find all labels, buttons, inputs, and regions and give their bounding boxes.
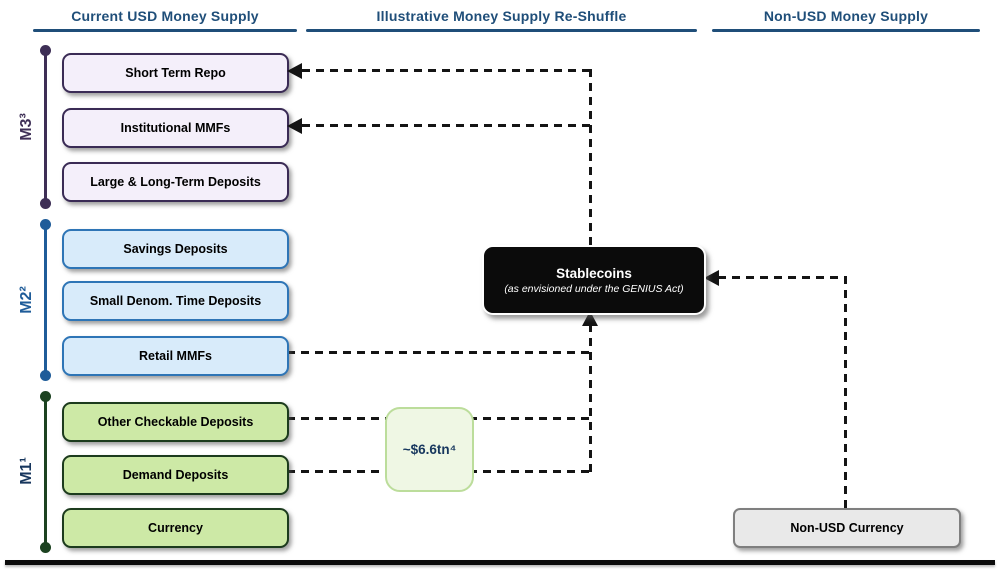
- box-savings-deposits: Savings Deposits: [62, 229, 289, 269]
- connector-non-usd-vertical: [844, 276, 847, 508]
- m1-bracket-dot-bottom: [40, 542, 51, 553]
- header-current-usd-money-supply: Current USD Money Supply: [71, 8, 259, 24]
- box-other-checkable-deposits: Other Checkable Deposits: [62, 402, 289, 442]
- m2-label: M2²: [18, 286, 35, 314]
- box-demand-deposits: Demand Deposits: [62, 455, 289, 495]
- header-underline-middle: [306, 29, 697, 32]
- header-non-usd-money-supply: Non-USD Money Supply: [763, 8, 929, 24]
- m2-bracket-dot-bottom: [40, 370, 51, 381]
- header-underline-right: [712, 29, 980, 32]
- m1-bracket-line: [44, 396, 47, 547]
- connector-vertical-above-stablecoins: [589, 69, 592, 245]
- bottom-border-line: [5, 560, 995, 565]
- connector-stablecoins-to-institutional-mmfs: [302, 124, 592, 127]
- box-retail-mmfs: Retail MMFs: [62, 336, 289, 376]
- box-amount-6-6tn: ~$6.6tn⁴: [385, 407, 474, 492]
- m3-bracket-dot-bottom: [40, 198, 51, 209]
- stablecoins-title: Stablecoins: [556, 265, 632, 281]
- connector-stablecoins-to-short-term-repo: [302, 69, 592, 72]
- m2-bracket-dot-top: [40, 219, 51, 230]
- m2-bracket-line: [44, 224, 47, 375]
- header-illustrative-reshuffle: Illustrative Money Supply Re-Shuffle: [376, 8, 627, 24]
- box-institutional-mmfs: Institutional MMFs: [62, 108, 289, 148]
- box-non-usd-currency: Non-USD Currency: [733, 508, 961, 548]
- connector-non-usd-horizontal: [718, 276, 846, 279]
- header-underline-left: [33, 29, 297, 32]
- box-small-denom-time-deposits: Small Denom. Time Deposits: [62, 281, 289, 321]
- box-large-long-term-deposits: Large & Long-Term Deposits: [62, 162, 289, 202]
- m3-label: M3³: [18, 113, 35, 141]
- m1-bracket-dot-top: [40, 391, 51, 402]
- connector-vertical-below-stablecoins: [589, 324, 592, 473]
- box-currency: Currency: [62, 508, 289, 548]
- arrowhead-institutional-mmfs: [287, 118, 302, 134]
- arrowhead-into-stablecoins-right: [704, 270, 719, 286]
- m1-label: M1¹: [18, 457, 35, 485]
- box-stablecoins: Stablecoins (as envisioned under the GEN…: [482, 245, 706, 315]
- box-short-term-repo: Short Term Repo: [62, 53, 289, 93]
- stablecoins-subtitle: (as envisioned under the GENIUS Act): [504, 282, 684, 295]
- arrowhead-short-term-repo: [287, 63, 302, 79]
- m3-bracket-dot-top: [40, 45, 51, 56]
- m3-bracket-line: [44, 50, 47, 204]
- connector-retail-mmfs-to-stablecoins: [287, 351, 590, 354]
